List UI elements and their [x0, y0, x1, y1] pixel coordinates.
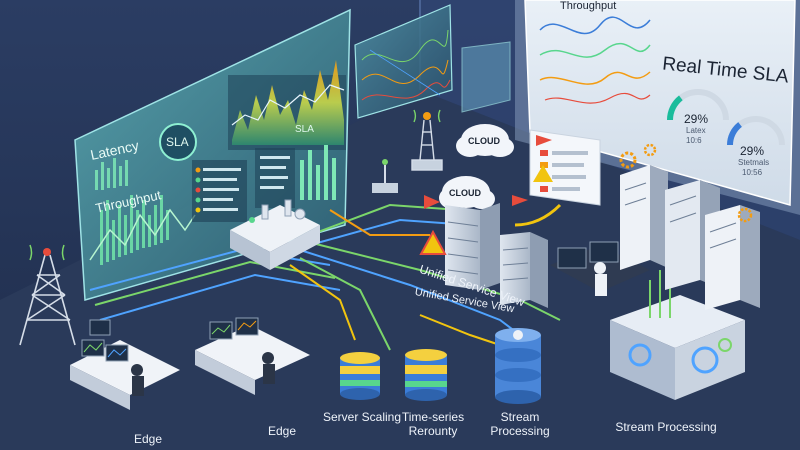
- gauge-left-line2: 10:6: [686, 136, 702, 145]
- gauge-left-percent: 29%: [684, 112, 709, 126]
- sla-circle: [159, 123, 197, 161]
- cell-tower-center: [411, 109, 443, 171]
- caption-timeseries-line1: Time-series: [401, 410, 465, 424]
- warning-flag-3: [512, 195, 528, 206]
- server-stack-cloud: [445, 203, 500, 290]
- gauge-right-line2: 10:56: [742, 168, 763, 177]
- cloud-mid: [439, 176, 495, 209]
- caption-edge-left: Edge: [133, 432, 163, 446]
- caption-timeseries-line2: Rerounty: [408, 424, 458, 438]
- gauge-right-arc: [727, 122, 743, 146]
- caption-stream-right: Stream Processing: [615, 420, 717, 434]
- workstation-right: [550, 241, 650, 296]
- small-info-panel: [461, 41, 511, 113]
- latency-bars: [95, 158, 128, 190]
- warning-flag-1: [536, 135, 552, 146]
- yellow-arrow: [514, 203, 562, 227]
- stream-processing-unit: [610, 270, 745, 400]
- cell-tower-left: [19, 244, 76, 346]
- caption-stream-mid-line1: Stream: [500, 410, 540, 424]
- gauge-right-percent: 29%: [740, 144, 765, 158]
- server-racks-right: [620, 165, 760, 310]
- cloud-top: [456, 124, 514, 157]
- warning-flag-2: [424, 195, 440, 209]
- network-map-panel: [354, 4, 453, 119]
- sla-small-label: SLA: [295, 124, 314, 135]
- warning-triangle-icon: [419, 229, 447, 255]
- sla-board-line-chart: [539, 16, 651, 104]
- cloud-top-label: CLOUD: [468, 136, 500, 146]
- right-bars-widget: [300, 145, 336, 200]
- status-list-widget: [192, 160, 247, 222]
- gear-icon: [619, 143, 753, 223]
- caption-edge-mid: Edge: [267, 424, 297, 438]
- antenna-small: [372, 159, 398, 193]
- gauge-left-line1: Latex: [686, 126, 706, 135]
- caption-server-scaling: Server Scaling: [322, 410, 402, 424]
- gauge-right-line1: Stetmals: [738, 158, 770, 167]
- gauge-left-arc: [667, 95, 683, 121]
- db-stream-processing: [495, 328, 541, 404]
- workstation-mid: [195, 317, 310, 395]
- server-stack-service: [500, 232, 548, 308]
- center-list-widget: [255, 148, 295, 208]
- alert-panel: [529, 129, 601, 206]
- cloud-mid-label: CLOUD: [449, 188, 481, 198]
- sla-board: [515, 0, 800, 215]
- db-server-scaling: [340, 352, 380, 400]
- sla-badge-label: SLA: [166, 135, 189, 149]
- db-time-series: [405, 349, 447, 401]
- peak-chart-line: [231, 84, 345, 126]
- peak-chart-area: [232, 60, 344, 145]
- throughput-bars: [100, 195, 169, 265]
- workstation-left: [70, 319, 180, 410]
- caption-stream-mid-line2: Processing: [490, 424, 550, 438]
- throughput-top-label: Throughput: [560, 0, 617, 12]
- edge-hub-device: [230, 199, 320, 270]
- throughput-area-line: [89, 208, 196, 261]
